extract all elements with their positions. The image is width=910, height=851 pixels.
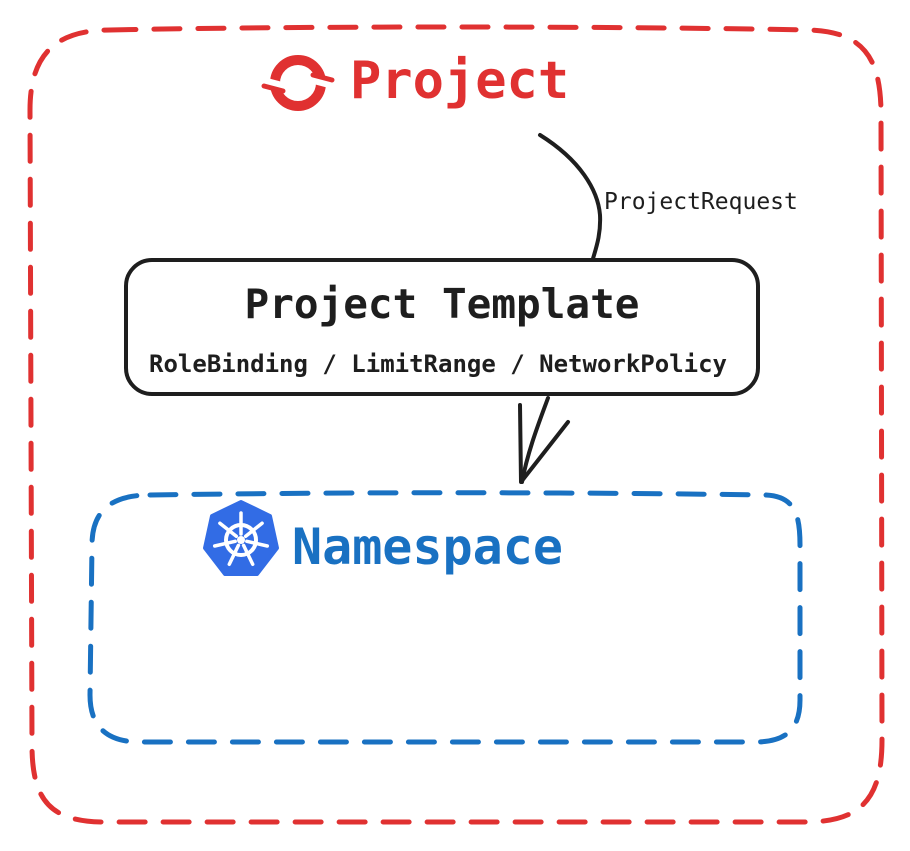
project-request-connector: [538, 133, 603, 264]
project-request-label: ProjectRequest: [604, 189, 798, 215]
project-template-title: Project Template: [245, 280, 640, 328]
openshift-logo-icon: [261, 55, 335, 111]
project-template-box: [124, 258, 760, 396]
project-label: Project: [350, 51, 569, 111]
kubernetes-logo-icon: [203, 500, 279, 576]
project-template-resources: RoleBinding / LimitRange / NetworkPolicy: [149, 350, 727, 378]
template-to-namespace-arrow: [518, 396, 570, 484]
namespace-label: Namespace: [292, 518, 563, 576]
project-boundary: [27, 24, 885, 825]
namespace-boundary: [87, 490, 803, 745]
